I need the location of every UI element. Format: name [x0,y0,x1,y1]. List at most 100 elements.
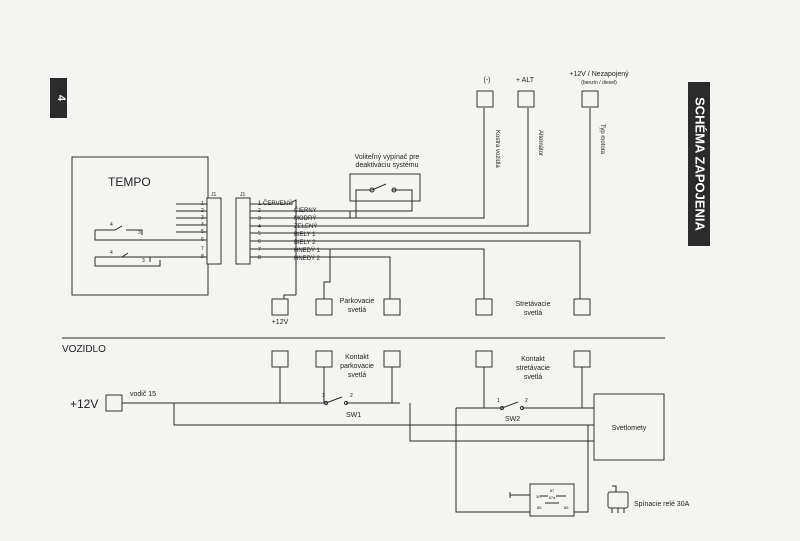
term-12v-sub: (benzín / diesel) [581,80,617,86]
page-tab [50,78,67,118]
wire-label-brown1: HNEDÝ 1 [294,247,321,254]
switch-box-label-2: deaktiváciu systému [355,162,418,169]
label-lower-12v: +12V [70,397,98,411]
wire-num: 8 [258,255,261,261]
label-typ-motora: Typ motora [599,124,605,155]
label-kontakt-stret-2: stretávacie [516,365,550,372]
wire-red-drop [283,294,296,300]
label-kontakt-stret-1: Kontakt [521,356,545,363]
switch-box-label-1: Voliteľný vypínač pre [355,154,420,161]
sw2-pin2: 2 [525,398,528,404]
sw1-node [323,400,329,406]
term-upper-park-b [383,298,401,316]
tempo-title: TEMPO [108,175,151,189]
connector-right [235,197,251,265]
pin-label: 8 [201,254,204,260]
relay-ground [509,492,530,498]
park-drops [279,367,393,403]
pin-label: 4 [201,222,204,228]
label-sw1: SW1 [346,412,361,419]
side-title-band [688,82,710,246]
internal-stubs [176,203,208,233]
wire-white1 [250,108,591,234]
switch-box [349,173,421,202]
term-alt [517,90,535,108]
internal-relay-b [105,252,151,262]
relay-a-pin4: 4 [110,222,113,228]
switch-node [391,187,397,193]
term-lower-12v [271,350,289,368]
internal-wire-a [94,230,208,241]
wire-num: 2 [258,208,261,214]
label-upper-stretavacie-1: Stretávacie [515,301,550,308]
page-number: 4 [55,95,67,102]
label-spinacie: Spínacie relé 30A [634,501,690,508]
relay-pin87: 87 [550,488,555,493]
internal-relay-a [95,225,143,235]
label-kostra: Kostra vozidla [494,130,500,168]
term-lower-stret-b [573,350,591,368]
connector-right-label: J1 [240,192,246,198]
sw1-node [343,400,349,406]
relay-wires [455,408,589,513]
wire-num: 4 [258,224,261,230]
wire-blue [250,108,485,219]
wire-num: 6 [258,239,261,245]
term-12v [581,90,599,108]
wire-label-white1: BIELY 1 [294,232,316,238]
wire-label-green: ZELENÝ [294,223,317,230]
label-upper-parkovacie-2: svetlá [348,307,366,314]
wire-white2 [250,240,581,300]
headlights-box [593,393,665,461]
wire-brown2 [250,256,391,300]
wire-brown1 [250,248,485,300]
relay-pin87a: 87a [549,495,556,500]
wire-green [250,108,529,227]
relay-box [529,483,575,517]
sw2-blade [501,401,519,409]
relay-internal [540,495,566,504]
tempo-module-box [71,156,209,296]
label-kontakt-park-2: parkovacie [340,363,374,370]
relay-pin86: 86 [564,505,569,510]
term-lower-stret-a [475,350,493,368]
stret-drops [483,367,583,408]
pin-label: 2 [201,208,204,214]
side-title: SCHÉMA ZAPOJENIA [693,97,708,231]
wire-num: 7 [258,247,261,253]
label-upper-12v: +12V [272,319,289,326]
term-upper-stret-b [573,298,591,316]
term-minus [476,90,494,108]
sw2-node [499,405,505,411]
wire-park-drop [323,249,331,300]
connector-left-label: J1 [211,192,217,198]
term-12v-label: +12V / Nezapojený [569,71,629,78]
wire-num: 3 [258,216,261,222]
label-svetlomety: Svetlomety [612,425,647,432]
relay-a-pin3: 3 [138,230,141,236]
wire-num: 5 [258,231,261,237]
term-upper-12v [271,298,289,316]
relay-icon [607,491,629,509]
sw1-blade [325,396,343,404]
pin-label: 7 [201,246,204,252]
section-vozidlo: VOZIDLO [62,344,106,355]
label-kontakt-park-3: svetlá [348,372,366,379]
label-upper-stretavacie-2: svetlá [524,310,542,317]
switch-contact [350,183,413,218]
relay-icon-pins [611,485,625,513]
wire-label-brown2: HNEDÝ 2 [294,255,321,262]
pin-label: 6 [201,237,204,243]
label-alternator: Alternátor [537,130,543,156]
term-minus-label: (-) [484,77,491,84]
pin-label: 3 [201,215,204,221]
sw2-pin1: 1 [497,398,500,404]
relay-pin30: 30 [536,494,541,499]
wire-label-black: ČIERNY [294,207,317,214]
term-lower-park-a [315,350,333,368]
label-sw2: SW2 [505,416,520,423]
term-source-12v [105,394,123,412]
label-upper-parkovacie-1: Parkovacie [340,298,375,305]
